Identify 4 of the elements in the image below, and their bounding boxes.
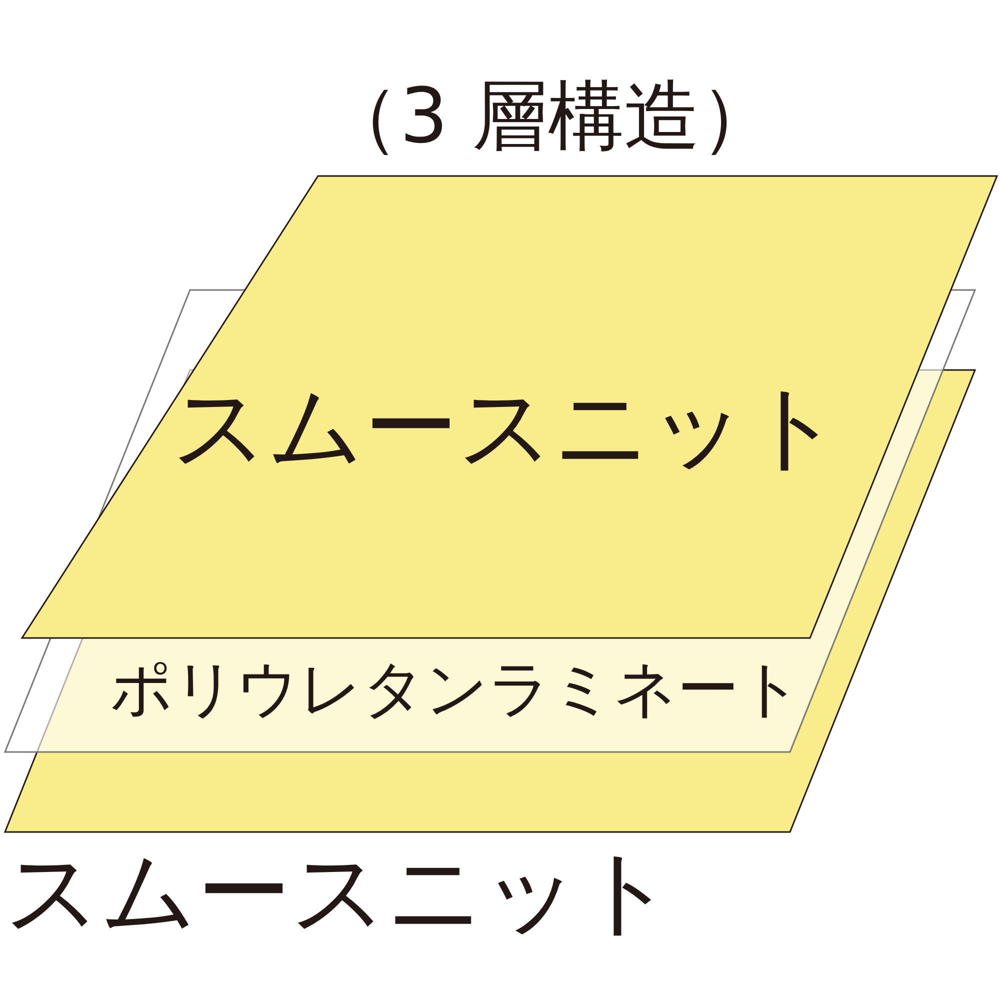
layer-label: スムースニット [5, 846, 675, 940]
layer-label: スムースニット [172, 381, 842, 475]
diagram-title: （3 層構造） [322, 78, 778, 154]
layer-label: ポリウレタンラミネート [110, 658, 802, 720]
